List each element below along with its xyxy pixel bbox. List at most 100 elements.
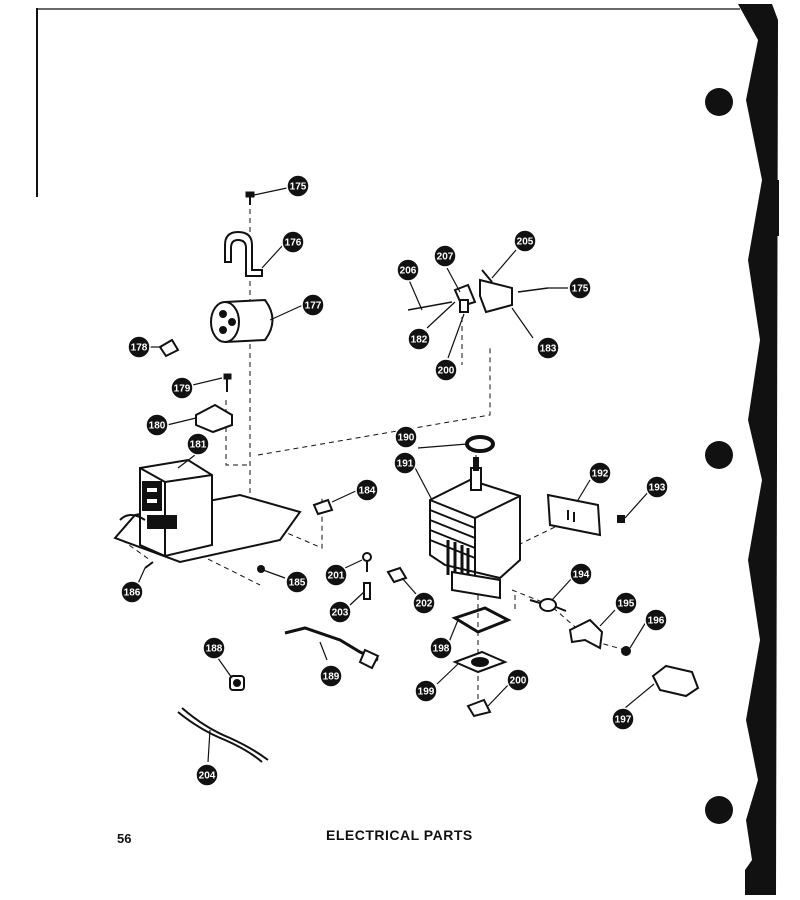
callout-c185: 185 xyxy=(285,570,309,594)
callout-bubble xyxy=(281,230,305,254)
callout-c202: 202 xyxy=(412,591,436,615)
callout-c175b: 175 xyxy=(568,276,592,300)
callout-number: 192 xyxy=(592,469,609,480)
small-connector xyxy=(617,515,625,523)
callout-c201: 201 xyxy=(324,563,348,587)
callout-bubble xyxy=(396,258,420,282)
callout-c195: 195 xyxy=(614,591,638,615)
thermal-fuse xyxy=(529,598,567,612)
wire-harness xyxy=(284,626,380,670)
callout-number: 204 xyxy=(199,771,216,782)
callout-bubble xyxy=(127,335,151,359)
gasket-ring xyxy=(465,435,495,453)
callout-number: 197 xyxy=(615,715,632,726)
callout-number: 196 xyxy=(648,616,665,627)
leader-lines xyxy=(135,187,655,763)
fuse-holder xyxy=(362,552,372,572)
high-voltage-capacitor xyxy=(210,298,274,343)
callout-number: 188 xyxy=(206,644,223,655)
callout-number: 190 xyxy=(398,433,415,444)
binding-edge xyxy=(738,4,778,895)
callout-bubble xyxy=(301,293,325,317)
callout-c183: 183 xyxy=(536,336,560,360)
callout-c189: 189 xyxy=(319,664,343,688)
callout-c192: 192 xyxy=(588,461,612,485)
callout-bubble xyxy=(644,608,668,632)
callout-bubble xyxy=(328,600,352,624)
callout-bubble xyxy=(195,763,219,787)
callout-bubble xyxy=(324,563,348,587)
wire-lead xyxy=(177,707,269,763)
callout-c204: 204 xyxy=(195,763,219,787)
callout-bubble xyxy=(286,174,310,198)
callout-c196: 196 xyxy=(644,608,668,632)
callout-number: 184 xyxy=(359,486,376,497)
callout-c200b: 200 xyxy=(434,358,458,382)
callout-number: 181 xyxy=(190,440,207,451)
callout-bubble xyxy=(433,244,457,268)
callout-bubble xyxy=(429,636,453,660)
callout-c197: 197 xyxy=(611,707,635,731)
callout-c177: 177 xyxy=(301,293,325,317)
screw-186 xyxy=(144,561,154,569)
callout-number: 182 xyxy=(411,335,428,346)
callout-number: 203 xyxy=(332,608,349,619)
interlock-switch-group xyxy=(407,269,549,314)
callout-bubble xyxy=(393,451,417,475)
callout-bubble xyxy=(536,336,560,360)
callout-bubble xyxy=(407,327,431,351)
callout-number: 185 xyxy=(289,578,306,589)
callout-c180: 180 xyxy=(145,413,169,437)
callout-number: 194 xyxy=(573,570,590,581)
callout-number: 191 xyxy=(397,459,414,470)
callout-bubble xyxy=(645,475,669,499)
callout-number: 207 xyxy=(437,252,454,263)
callout-bubble xyxy=(186,432,210,456)
callout-c190: 190 xyxy=(394,425,418,449)
callout-c178: 178 xyxy=(127,335,151,359)
page-number: 56 xyxy=(117,831,132,846)
callout-c184: 184 xyxy=(355,478,379,502)
callout-number: 180 xyxy=(149,421,166,432)
callout-number: 201 xyxy=(328,571,345,582)
callout-bubble xyxy=(569,562,593,586)
terminal-cover xyxy=(651,664,700,698)
capacitor-clip xyxy=(158,338,180,358)
callout-number: 198 xyxy=(433,644,450,655)
magnetron xyxy=(429,457,521,600)
callout-c191: 191 xyxy=(393,451,417,475)
callout-number: 200 xyxy=(438,366,455,377)
callout-bubble xyxy=(513,229,537,253)
binder-hole-bottom xyxy=(705,796,733,824)
callout-bubble xyxy=(120,580,144,604)
callout-c206: 206 xyxy=(396,258,420,282)
callout-bubble xyxy=(506,668,530,692)
callout-number: 178 xyxy=(131,343,148,354)
callout-c179: 179 xyxy=(170,376,194,400)
callout-c200a: 200 xyxy=(506,668,530,692)
bottom-clip xyxy=(466,698,492,718)
fuse-bracket xyxy=(568,618,604,650)
callout-bubble xyxy=(568,276,592,300)
antenna-cover xyxy=(452,650,508,674)
waveguide-gasket xyxy=(451,606,512,634)
callout-number: 175 xyxy=(572,284,589,295)
callout-bubble xyxy=(394,425,418,449)
callout-layer: 175 176 177 178 179 180 181 184 185 186 188 189 190 1… xyxy=(120,174,669,787)
callout-bubble xyxy=(319,664,343,688)
callout-c207: 207 xyxy=(433,244,457,268)
callout-number: 175 xyxy=(290,182,307,193)
callout-bubble xyxy=(611,707,635,731)
callout-number: 202 xyxy=(416,599,433,610)
callout-c194: 194 xyxy=(569,562,593,586)
terminal-clip xyxy=(386,566,408,584)
callout-c205: 205 xyxy=(513,229,537,253)
callout-c176: 176 xyxy=(281,230,305,254)
binder-hole-middle xyxy=(705,441,733,469)
callout-number: 186 xyxy=(124,588,141,599)
fuse-part xyxy=(363,582,371,600)
callout-bubble xyxy=(588,461,612,485)
callout-number: 177 xyxy=(305,301,322,312)
callout-number: 193 xyxy=(649,483,666,494)
